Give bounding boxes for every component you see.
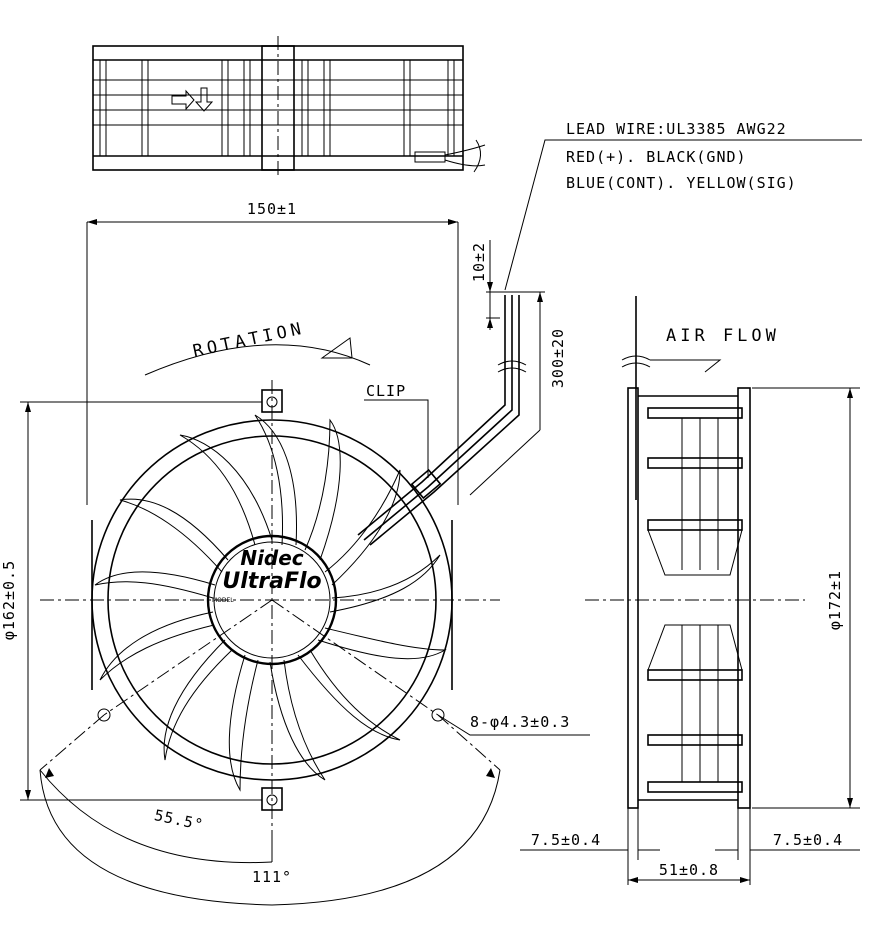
lead-wire-label: LEAD WIRE:UL3385 AWG22 — [566, 120, 787, 138]
nidec-logo: Nidec UltraFlo MODEL — [212, 546, 322, 604]
air-flow-label: AIR FLOW — [666, 326, 780, 346]
front-view: Nidec UltraFlo MODEL — [20, 139, 862, 906]
logo-brand: Nidec — [240, 546, 303, 570]
wire-colors-2-label: BLUE(CONT). YELLOW(SIG) — [566, 174, 797, 192]
top-view — [92, 36, 486, 176]
lead-offset-dim-label: 10±2 — [470, 242, 488, 282]
holes-dim-label: 8-φ4.3±0.3 — [470, 713, 570, 731]
frame-dia-dim-label: φ162±0.5 — [0, 560, 18, 640]
flange-left-dim-label: 7.5±0.4 — [531, 831, 601, 849]
angle-large-label: 111° — [252, 868, 292, 886]
flange-right-dim-label: 7.5±0.4 — [773, 831, 843, 849]
side-view — [520, 296, 860, 885]
wire-colors-1-label: RED(+). BLACK(GND) — [566, 148, 747, 166]
logo-product: UltraFlo — [222, 569, 321, 594]
rotation-label: ROTATION — [191, 318, 307, 361]
outer-dia-dim-label: φ172±1 — [826, 570, 844, 630]
width-dim-label: 150±1 — [247, 200, 297, 218]
lead-length-dim-label: 300±20 — [549, 328, 567, 388]
depth-dim-label: 51±0.8 — [659, 861, 719, 879]
dimension-labels: LEAD WIRE:UL3385 AWG22 RED(+). BLACK(GND… — [0, 120, 844, 886]
clip-label: CLIP — [366, 382, 406, 400]
angle-small-label: 55.5° — [153, 806, 206, 834]
logo-model-tag: MODEL — [212, 597, 234, 604]
